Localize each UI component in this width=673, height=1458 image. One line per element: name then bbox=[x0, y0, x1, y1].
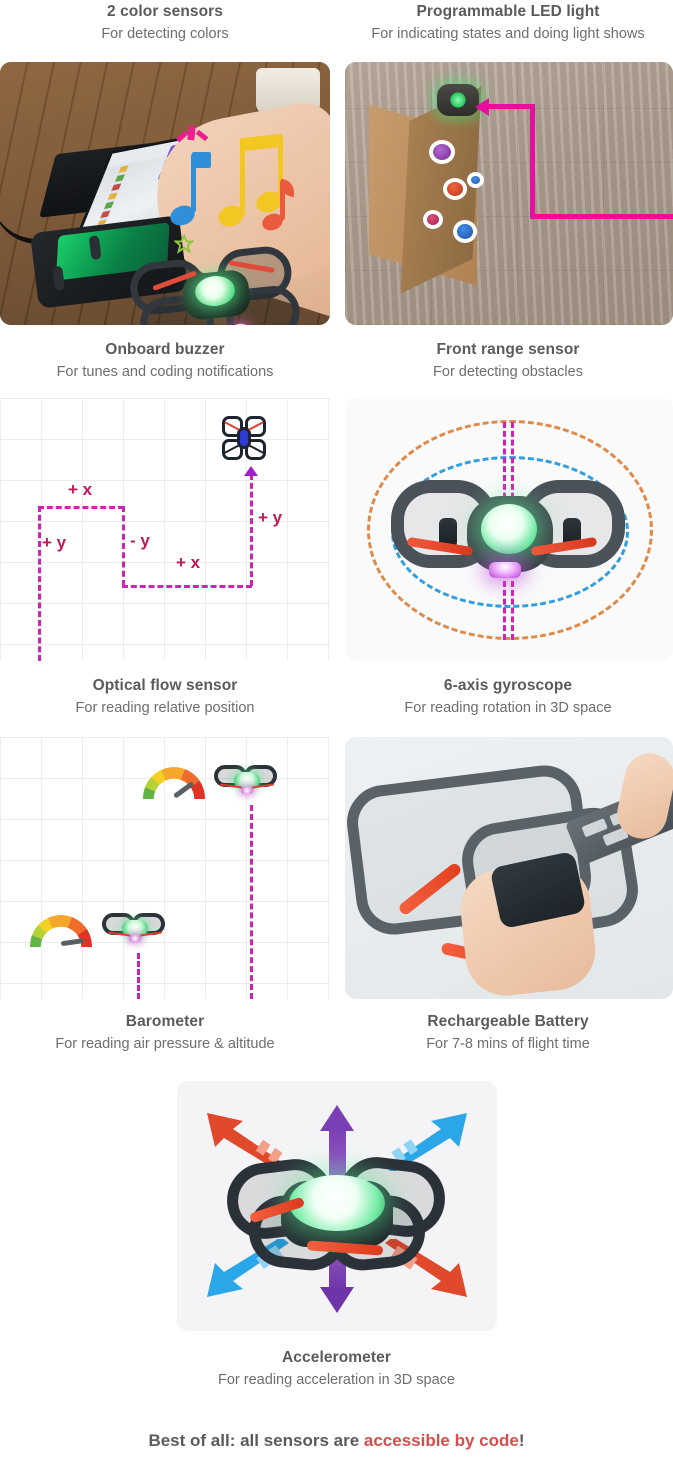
axis-label-minus-y: - y bbox=[130, 531, 150, 550]
footer-lead-text: Best of all: all sensors are bbox=[148, 1431, 364, 1450]
photo-drone-controller-laptop bbox=[0, 62, 330, 325]
flight-path-arrowhead bbox=[475, 98, 489, 116]
feature-subtitle: For 7-8 mins of flight time bbox=[426, 1036, 590, 1052]
diagram-gyroscope bbox=[345, 398, 673, 660]
drone-led bbox=[289, 1175, 385, 1231]
path-segment-plus-x bbox=[38, 506, 124, 509]
flight-path-segment bbox=[488, 104, 535, 109]
path-segment-plus-x-lower bbox=[122, 585, 252, 588]
color-target bbox=[443, 178, 467, 200]
feature-title: 6-axis gyroscope bbox=[443, 677, 573, 694]
rotation-ellipse-outer bbox=[367, 420, 653, 640]
feature-subtitle: For reading relative position bbox=[75, 700, 255, 716]
caption-buzzer: Onboard buzzer For tunes and coding noti… bbox=[0, 340, 330, 382]
path-segment-minus-y bbox=[122, 506, 125, 586]
pressure-gauge-low bbox=[30, 915, 92, 947]
drone-low-altitude bbox=[102, 913, 168, 955]
feature-subtitle: For detecting obstacles bbox=[433, 364, 583, 380]
feature-title: Barometer bbox=[125, 1013, 205, 1030]
footer-trail-text: ! bbox=[518, 1431, 525, 1450]
feature-title: Onboard buzzer bbox=[105, 341, 225, 358]
feature-title: Accelerometer bbox=[282, 1349, 391, 1366]
arrow-down-right-icon bbox=[385, 1237, 471, 1299]
flight-path-segment bbox=[530, 104, 535, 219]
path-arrowhead bbox=[244, 466, 258, 476]
color-target bbox=[467, 172, 484, 188]
axis-label-plus-y-right: + y bbox=[258, 508, 283, 527]
drone-high-altitude bbox=[214, 765, 280, 807]
arrow-up-right-icon bbox=[385, 1111, 471, 1173]
star-icon bbox=[172, 233, 196, 254]
feature-title: Optical flow sensor bbox=[92, 677, 238, 694]
path-segment-plus-y-right bbox=[250, 474, 253, 586]
color-target bbox=[423, 210, 443, 229]
axis-label-plus-x-bottom: + x bbox=[176, 553, 201, 572]
caption-gyroscope: 6-axis gyroscope For reading rotation in… bbox=[343, 676, 673, 718]
feature-title: Front range sensor bbox=[436, 341, 580, 358]
altitude-line-low bbox=[137, 953, 140, 999]
caption-barometer: Barometer For reading air pressure & alt… bbox=[0, 1012, 330, 1054]
altitude-line-high bbox=[250, 805, 253, 999]
diagram-accelerometer bbox=[177, 1081, 497, 1331]
arrow-up-left-icon bbox=[203, 1111, 289, 1173]
arrow-down-left-icon bbox=[203, 1237, 289, 1299]
feature-subtitle: For reading air pressure & altitude bbox=[55, 1036, 275, 1052]
axis-label-plus-x-top: + x bbox=[68, 480, 93, 499]
photo-drone-over-ramp bbox=[345, 62, 673, 325]
caption-color-sensors: 2 color sensors For detecting colors bbox=[0, 2, 330, 44]
photo-rechargeable-battery bbox=[345, 737, 673, 999]
caption-optical-flow-sensor: Optical flow sensor For reading relative… bbox=[0, 676, 330, 718]
motor bbox=[439, 518, 457, 548]
underglow-led bbox=[129, 935, 141, 942]
drone-body bbox=[122, 920, 148, 937]
arrow-head bbox=[320, 1287, 354, 1313]
flight-path-segment bbox=[530, 214, 673, 219]
footer-callout: Best of all: all sensors are accessible … bbox=[0, 1431, 673, 1451]
feature-title: Programmable LED light bbox=[416, 3, 600, 20]
feature-subtitle: For detecting colors bbox=[101, 26, 229, 42]
feature-subtitle: For tunes and coding notifications bbox=[56, 364, 274, 380]
feature-subtitle: For reading acceleration in 3D space bbox=[218, 1372, 455, 1388]
drone-front-view bbox=[391, 476, 629, 604]
feature-subtitle: For reading rotation in 3D space bbox=[404, 700, 612, 716]
drone-in-flight bbox=[437, 84, 479, 116]
drone-led bbox=[481, 504, 537, 554]
caption-front-range-sensor: Front range sensor For detecting obstacl… bbox=[343, 340, 673, 382]
feature-title: Rechargeable Battery bbox=[427, 1013, 589, 1030]
sound-burst-icon bbox=[175, 124, 209, 146]
caption-battery: Rechargeable Battery For 7-8 mins of fli… bbox=[343, 1012, 673, 1054]
caption-accelerometer: Accelerometer For reading acceleration i… bbox=[0, 1348, 673, 1390]
diagram-barometer bbox=[0, 737, 330, 999]
caption-led-light: Programmable LED light For indicating st… bbox=[343, 2, 673, 44]
footer-highlight-text: accessible by code bbox=[363, 1431, 519, 1450]
feature-subtitle: For indicating states and doing light sh… bbox=[371, 26, 645, 42]
arrow-head bbox=[320, 1105, 354, 1131]
path-segment-plus-y-left bbox=[38, 506, 41, 661]
feature-title: 2 color sensors bbox=[106, 3, 224, 20]
drone-isometric bbox=[222, 1152, 450, 1275]
color-target bbox=[429, 140, 455, 164]
drone-top-down-icon bbox=[222, 416, 272, 466]
drone-body bbox=[234, 772, 260, 789]
pressure-gauge-high bbox=[143, 767, 205, 799]
diagram-optical-flow: + x + y - y + x + y bbox=[0, 398, 330, 661]
color-target bbox=[453, 220, 477, 243]
underglow-led bbox=[489, 562, 521, 578]
drone-body bbox=[237, 427, 251, 449]
axis-label-plus-y-left: + y bbox=[42, 533, 67, 552]
underglow-led bbox=[241, 787, 253, 794]
